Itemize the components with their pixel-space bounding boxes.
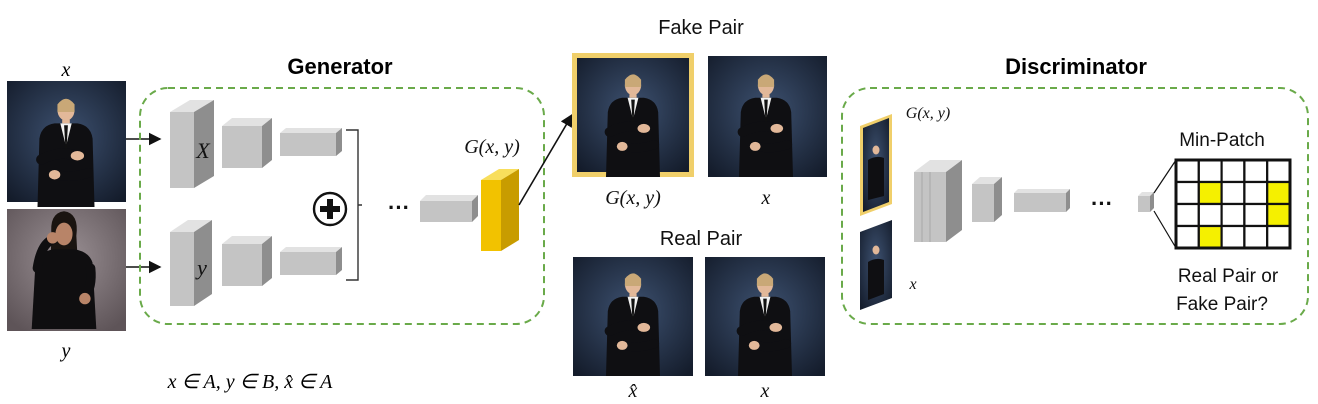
domains-caption: x ∈ A, y ∈ B, x̂ ∈ A xyxy=(167,371,334,393)
output-block xyxy=(481,169,519,251)
patch-cell-highlighted xyxy=(1197,224,1223,250)
disc-output-block xyxy=(1138,192,1154,212)
patch-zoom-line-top xyxy=(1153,159,1177,194)
patch-cell-highlighted xyxy=(1266,180,1292,206)
discriminator-box xyxy=(841,87,1309,325)
input-x-label: x xyxy=(61,59,71,81)
input-y-label: y xyxy=(60,340,71,362)
patch-title: Min-Patch xyxy=(1179,130,1265,151)
feature-block-y-2 xyxy=(280,247,342,275)
encoder-x-block xyxy=(170,100,214,188)
generator-title: Generator xyxy=(287,54,393,79)
real-target-label: x̂ xyxy=(628,380,638,402)
discriminator-ellipsis: ··· xyxy=(1091,191,1113,216)
disc-input-source-label: x xyxy=(908,276,916,293)
input-y-photo xyxy=(7,209,126,331)
real-pair-title: Real Pair xyxy=(660,228,743,250)
merge-bracket xyxy=(346,129,362,281)
fake-source-photo xyxy=(708,56,827,177)
encoder-y-label: y xyxy=(195,255,207,280)
patch-cell xyxy=(1174,202,1200,228)
generator-output-label: G(x, y) xyxy=(464,136,520,158)
patch-cell xyxy=(1243,158,1269,184)
input-x-photo xyxy=(7,81,126,207)
disc-question-line2: Fake Pair? xyxy=(1176,294,1268,315)
disc-conv-block-2 xyxy=(972,177,1002,222)
fusion-plus-icon xyxy=(312,191,348,227)
discriminator-title: Discriminator xyxy=(1005,54,1147,79)
disc-conv-block-1 xyxy=(914,160,962,242)
patch-cell xyxy=(1266,224,1292,250)
disc-input-generated xyxy=(860,114,892,216)
min-patch-grid xyxy=(1174,158,1292,250)
decoder-block xyxy=(420,195,478,222)
patch-grid-border xyxy=(1174,158,1292,250)
patch-zoom-line-bottom xyxy=(1153,210,1177,249)
feature-block-x-1 xyxy=(222,118,272,168)
patch-cell xyxy=(1243,180,1269,206)
patch-cell xyxy=(1266,158,1292,184)
real-source-photo xyxy=(705,257,825,376)
patch-cell xyxy=(1220,202,1246,228)
patch-cell xyxy=(1174,158,1200,184)
patch-cell xyxy=(1243,202,1269,228)
patch-cell xyxy=(1243,224,1269,250)
patch-cell xyxy=(1197,202,1223,228)
patch-cell-highlighted xyxy=(1197,180,1223,206)
feature-block-y-1 xyxy=(222,236,272,286)
encoder-y-block xyxy=(170,220,212,306)
disc-input-source xyxy=(860,220,892,310)
patch-cell xyxy=(1174,180,1200,206)
patch-cell xyxy=(1220,158,1246,184)
disc-input-generated-label: G(x, y) xyxy=(906,105,950,122)
patch-cell-highlighted xyxy=(1266,202,1292,228)
disc-question-line1: Real Pair or xyxy=(1178,266,1279,287)
fake-source-label: x xyxy=(761,187,771,209)
fake-generated-photo xyxy=(577,58,689,177)
real-target-photo xyxy=(573,257,693,376)
patch-cell xyxy=(1174,224,1200,250)
generator-box xyxy=(139,87,545,325)
fake-generated-label: G(x, y) xyxy=(605,187,661,209)
feature-block-x-2 xyxy=(280,128,342,156)
generator-ellipsis: ··· xyxy=(388,195,410,220)
patch-cell xyxy=(1220,180,1246,206)
patch-cell xyxy=(1220,224,1246,250)
patch-cell xyxy=(1197,158,1223,184)
encoder-x-label: X xyxy=(195,138,211,163)
arrow-output-to-fake xyxy=(518,113,573,206)
disc-conv-block-3 xyxy=(1014,189,1070,212)
real-source-label: x xyxy=(760,380,770,402)
fake-pair-title: Fake Pair xyxy=(658,17,744,39)
